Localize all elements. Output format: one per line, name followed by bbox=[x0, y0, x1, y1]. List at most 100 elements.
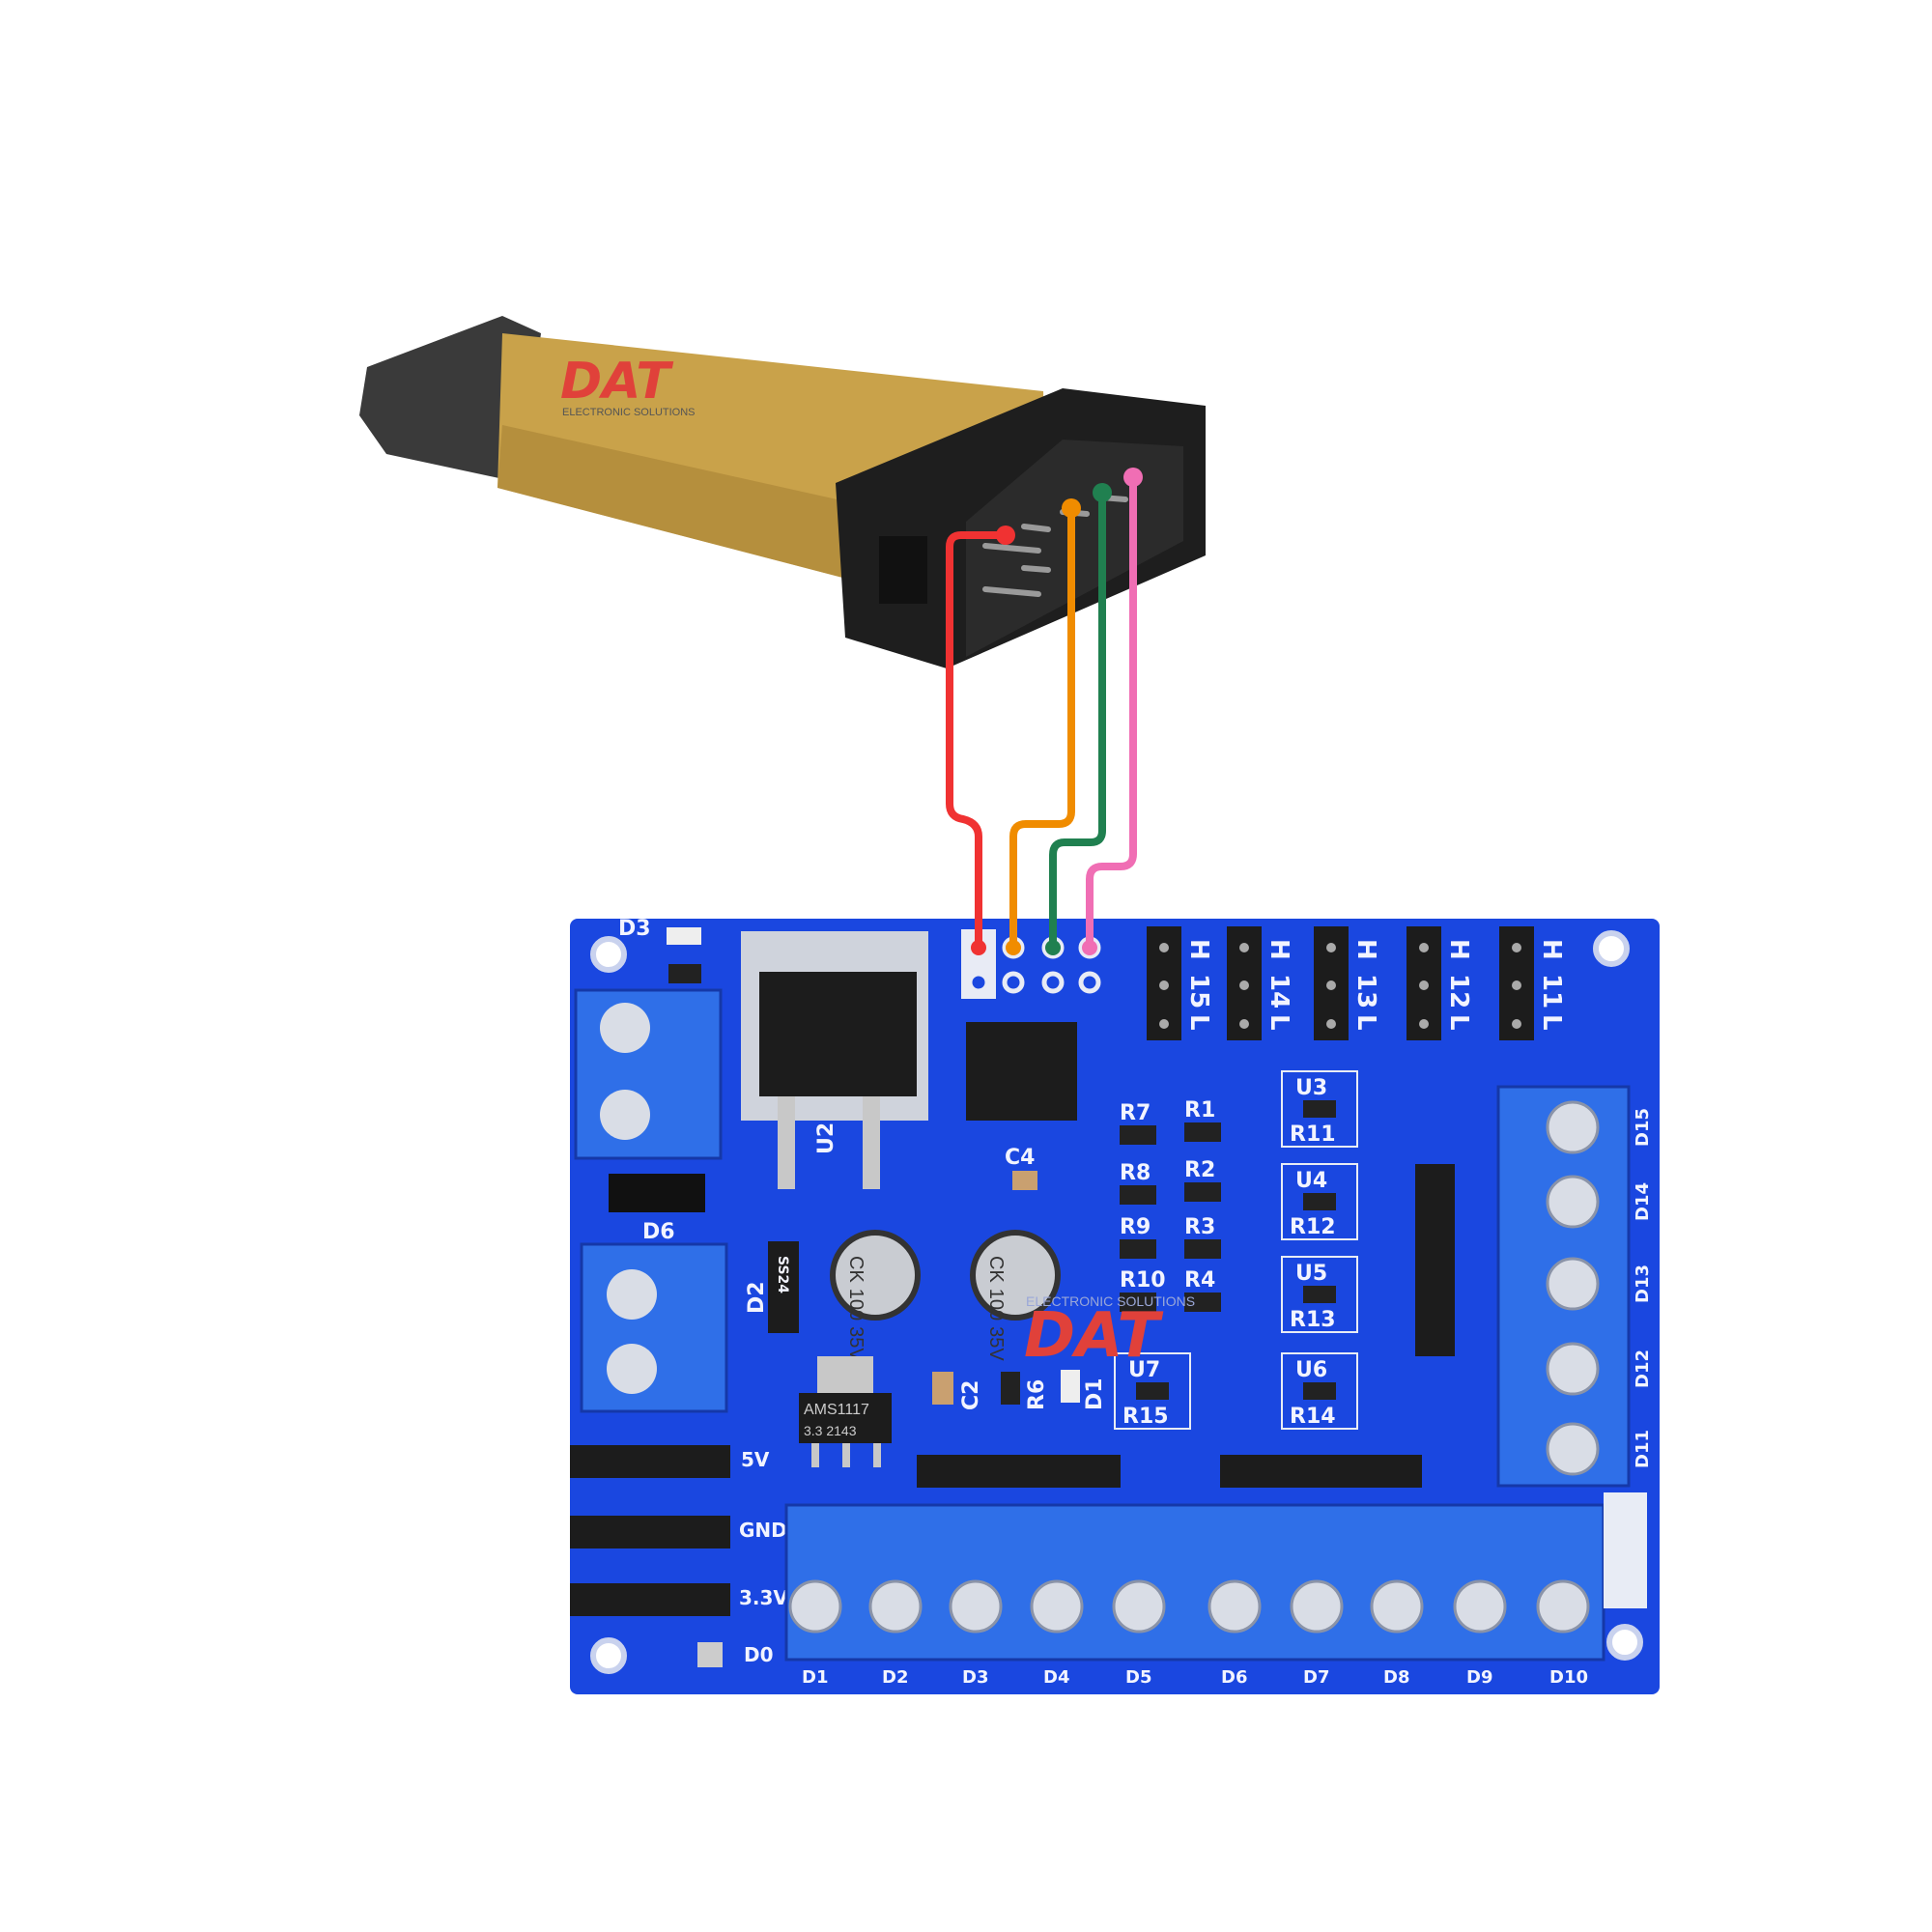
screw-icon[interactable] bbox=[600, 1003, 650, 1053]
terminal-label: D2 bbox=[882, 1667, 908, 1688]
terminal-screw-d4[interactable] bbox=[1030, 1579, 1084, 1634]
label-3v3: 3.3V bbox=[739, 1586, 788, 1609]
jumper-label-l: L bbox=[1537, 1014, 1566, 1031]
terminal-screw-d14[interactable] bbox=[1546, 1175, 1600, 1229]
label-d1: D1 bbox=[1083, 1378, 1107, 1410]
jumper-label-h: H bbox=[1537, 939, 1566, 960]
resistor-label: R8 bbox=[1120, 1161, 1151, 1185]
terminal-screw-d13[interactable] bbox=[1546, 1257, 1600, 1311]
label-5v: 5V bbox=[741, 1448, 770, 1471]
pin-header-middle-right bbox=[1220, 1455, 1422, 1488]
jumper-label-num: 13 bbox=[1351, 974, 1380, 1009]
programmer-dongle: DAT ELECTRONIC SOLUTIONS bbox=[359, 316, 1206, 668]
wire-red bbox=[946, 531, 1009, 952]
wires bbox=[946, 468, 1143, 955]
resistor-label: R9 bbox=[1120, 1215, 1151, 1239]
programmer-logo: DAT ELECTRONIC SOLUTIONS bbox=[560, 353, 696, 418]
board-logo-text: DAT bbox=[1024, 1300, 1164, 1372]
cap-voltage: 35V bbox=[985, 1326, 1007, 1361]
pin-header-3v3 bbox=[570, 1583, 730, 1616]
wire-pad-orange bbox=[1006, 940, 1021, 955]
mounting-holes bbox=[590, 930, 1643, 1674]
pin-header-gnd bbox=[570, 1516, 730, 1548]
pad-d0 bbox=[697, 1642, 723, 1667]
label-c4: C4 bbox=[1005, 1146, 1035, 1170]
terminal-screw-d6[interactable] bbox=[1208, 1579, 1262, 1634]
ams-label: AMS1117 bbox=[804, 1402, 869, 1418]
jumper-label-l: L bbox=[1264, 1014, 1293, 1031]
screw-icon[interactable] bbox=[607, 1344, 657, 1394]
board-logo-subtext: ELECTRONIC SOLUTIONS bbox=[1026, 1293, 1195, 1309]
cap-brand: CK bbox=[845, 1256, 867, 1283]
jumper-label-l: L bbox=[1351, 1014, 1380, 1031]
jumper-label-num: 14 bbox=[1264, 974, 1293, 1009]
pin-header-5v bbox=[570, 1445, 730, 1478]
terminal-label: D10 bbox=[1549, 1667, 1588, 1688]
terminal-label: D14 bbox=[1633, 1182, 1653, 1221]
capacitor-c2 bbox=[932, 1372, 953, 1405]
label-d6: D6 bbox=[642, 1220, 675, 1244]
resistor-label: R1 bbox=[1184, 1098, 1215, 1122]
terminal-screw-d7[interactable] bbox=[1290, 1579, 1344, 1634]
ams-code: 3.3 2143 bbox=[804, 1423, 857, 1438]
resistor-label: R2 bbox=[1184, 1158, 1215, 1182]
terminal-screw-d1[interactable] bbox=[788, 1579, 842, 1634]
terminal-label: D4 bbox=[1043, 1667, 1069, 1688]
opto-label: U5 bbox=[1295, 1262, 1327, 1286]
jumper-label-h: H bbox=[1264, 939, 1293, 960]
terminal-screw-d10[interactable] bbox=[1536, 1579, 1590, 1634]
terminal-screw-d9[interactable] bbox=[1453, 1579, 1507, 1634]
wire-pad-pink bbox=[1082, 940, 1097, 955]
label-d0: D0 bbox=[744, 1643, 774, 1666]
terminal-label: D7 bbox=[1303, 1667, 1329, 1688]
svg-text:CK10035V: CK10035V bbox=[845, 1256, 867, 1361]
regulator-u2: U2 bbox=[741, 931, 928, 1189]
jumper-label-l: L bbox=[1184, 1014, 1213, 1031]
label-u2: U2 bbox=[814, 1122, 838, 1154]
terminal-screw-d12[interactable] bbox=[1546, 1342, 1600, 1396]
board-logo: ELECTRONIC SOLUTIONS DAT bbox=[1024, 1293, 1195, 1372]
programmer-logo-subtext: ELECTRONIC SOLUTIONS bbox=[562, 407, 696, 418]
jumper-label-num: 12 bbox=[1444, 974, 1473, 1009]
terminal-screw-d15[interactable] bbox=[1546, 1100, 1600, 1154]
jumper-14[interactable]: H 14L bbox=[1227, 926, 1293, 1040]
wire-endpoint-green bbox=[1093, 483, 1112, 502]
terminal-label: D12 bbox=[1633, 1350, 1653, 1388]
terminal-screw-d11[interactable] bbox=[1546, 1422, 1600, 1476]
terminal-screw-d8[interactable] bbox=[1370, 1579, 1424, 1634]
resistor-label: R7 bbox=[1120, 1101, 1151, 1125]
terminal-screw-d2[interactable] bbox=[868, 1579, 923, 1634]
diode-d2 bbox=[768, 1241, 799, 1333]
screw-icon[interactable] bbox=[600, 1090, 650, 1140]
ic-chip bbox=[966, 1022, 1077, 1121]
opto-resistor-label: R11 bbox=[1290, 1122, 1336, 1147]
wire-endpoint-pink bbox=[1123, 468, 1143, 487]
terminal-label: D9 bbox=[1466, 1667, 1492, 1688]
screw-icon[interactable] bbox=[607, 1269, 657, 1320]
power-terminal-2 bbox=[580, 1242, 728, 1413]
diode-d6 bbox=[609, 1174, 705, 1212]
terminal-label: D1 bbox=[802, 1667, 828, 1688]
terminal-screw-d5[interactable] bbox=[1112, 1579, 1166, 1634]
terminal-screw-d3[interactable] bbox=[949, 1579, 1003, 1634]
wire-pad-green bbox=[1045, 940, 1061, 955]
terminal-label: D5 bbox=[1125, 1667, 1151, 1688]
capacitor-c4 bbox=[1012, 1171, 1037, 1190]
resistor-r6 bbox=[1001, 1372, 1020, 1405]
idc-key-slot bbox=[879, 536, 927, 604]
terminal-label: D15 bbox=[1633, 1108, 1653, 1147]
resistor-label: R3 bbox=[1184, 1215, 1215, 1239]
